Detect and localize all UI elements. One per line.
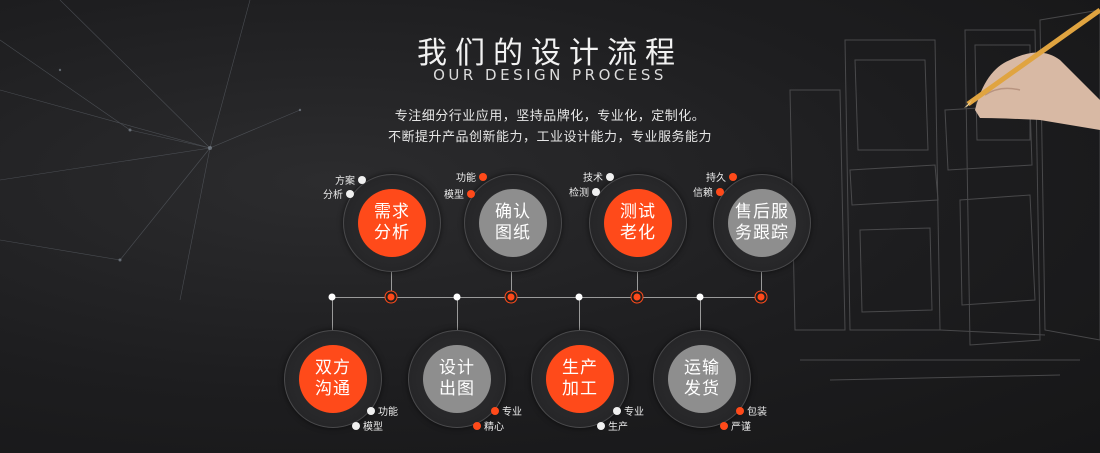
tag-bullet xyxy=(716,187,724,196)
step-confirm-drawings[interactable]: 确认 图纸 xyxy=(464,174,562,272)
step-label-line: 老化 xyxy=(620,223,656,243)
step-label-line: 运输 xyxy=(684,358,720,378)
tag-bullet xyxy=(358,175,366,184)
step-label-line: 加工 xyxy=(562,379,598,399)
step-tag: 模型 xyxy=(352,418,383,433)
step-label-line: 图纸 xyxy=(495,223,531,243)
step-label-line: 确认 xyxy=(495,202,531,222)
step-tag: 严谨 xyxy=(720,418,751,433)
tag-bullet xyxy=(729,172,737,181)
step-tag: 功能 xyxy=(367,403,398,418)
tag-bullet xyxy=(367,406,375,415)
timeline-node xyxy=(507,293,515,301)
step-tag: 持久 xyxy=(706,169,737,184)
tag-bullet xyxy=(720,421,728,430)
step-mutual-communication[interactable]: 双方 沟通 xyxy=(284,330,382,428)
step-tag: 生产 xyxy=(597,418,628,433)
tag-bullet xyxy=(352,421,360,430)
timeline-node xyxy=(757,293,765,301)
step-testing-aging[interactable]: 测试 老化 xyxy=(589,174,687,272)
connector-top-4 xyxy=(761,270,762,297)
step-label-line: 测试 xyxy=(620,202,656,222)
network-lines-decoration xyxy=(0,0,301,301)
step-label-line: 生产 xyxy=(562,358,598,378)
step-tag: 方案 xyxy=(335,172,366,187)
step-design-drawing[interactable]: 设计 出图 xyxy=(408,330,506,428)
step-tag: 专业 xyxy=(613,403,644,418)
timeline-node xyxy=(387,293,395,301)
tag-bullet xyxy=(606,172,614,181)
step-tag: 包装 xyxy=(736,403,767,418)
step-tag: 技术 xyxy=(583,169,614,184)
section-subtitle: OUR DESIGN PROCESS xyxy=(433,66,667,84)
step-tag: 专业 xyxy=(491,403,522,418)
timeline-node xyxy=(633,293,641,301)
step-tag: 检测 xyxy=(569,184,600,199)
step-after-sales-tracking[interactable]: 售后服 务跟踪 xyxy=(713,174,811,272)
step-tag: 模型 xyxy=(444,186,475,201)
step-label-line: 分析 xyxy=(374,223,410,243)
connector-bottom-1 xyxy=(332,297,333,335)
tag-bullet xyxy=(592,187,600,196)
step-label-line: 需求 xyxy=(374,202,410,222)
step-label-line: 务跟踪 xyxy=(735,223,789,243)
connector-top-2 xyxy=(511,270,512,297)
tag-bullet xyxy=(736,406,744,415)
step-requirement-analysis[interactable]: 需求 分析 xyxy=(343,174,441,272)
step-label-line: 沟通 xyxy=(315,379,351,399)
connector-bottom-2 xyxy=(457,297,458,335)
connector-bottom-4 xyxy=(700,297,701,335)
timeline-horizontal-line xyxy=(332,297,762,298)
connector-bottom-3 xyxy=(579,297,580,335)
tag-bullet xyxy=(597,421,605,430)
timeline-node xyxy=(453,293,461,301)
section-title: 我们的设计流程 xyxy=(417,36,683,71)
tag-bullet xyxy=(491,406,499,415)
connector-top-3 xyxy=(637,270,638,297)
step-label-line: 设计 xyxy=(439,358,475,378)
step-tag: 功能 xyxy=(456,169,487,184)
connector-top-1 xyxy=(391,270,392,297)
step-production-processing[interactable]: 生产 加工 xyxy=(531,330,629,428)
tag-bullet xyxy=(346,189,354,198)
step-tag: 精心 xyxy=(473,418,504,433)
step-tag: 分析 xyxy=(323,186,354,201)
step-label-line: 双方 xyxy=(315,358,351,378)
description-line-2: 不断提升产品创新能力，工业设计能力，专业服务能力 xyxy=(387,130,712,145)
step-shipping-delivery[interactable]: 运输 发货 xyxy=(653,330,751,428)
hand-with-pencil-decoration xyxy=(964,7,1100,130)
tag-bullet xyxy=(613,406,621,415)
timeline-node xyxy=(575,293,583,301)
step-tag: 信赖 xyxy=(693,184,724,199)
step-label-line: 售后服 xyxy=(735,202,789,222)
tag-bullet xyxy=(479,172,487,181)
timeline-node xyxy=(328,293,336,301)
timeline-node xyxy=(696,293,704,301)
tag-bullet xyxy=(467,189,475,198)
description-line-1: 专注细分行业应用，坚持品牌化，专业化，定制化。 xyxy=(394,109,706,124)
step-label-line: 出图 xyxy=(439,379,475,399)
step-label-line: 发货 xyxy=(684,379,720,399)
tag-bullet xyxy=(473,421,481,430)
